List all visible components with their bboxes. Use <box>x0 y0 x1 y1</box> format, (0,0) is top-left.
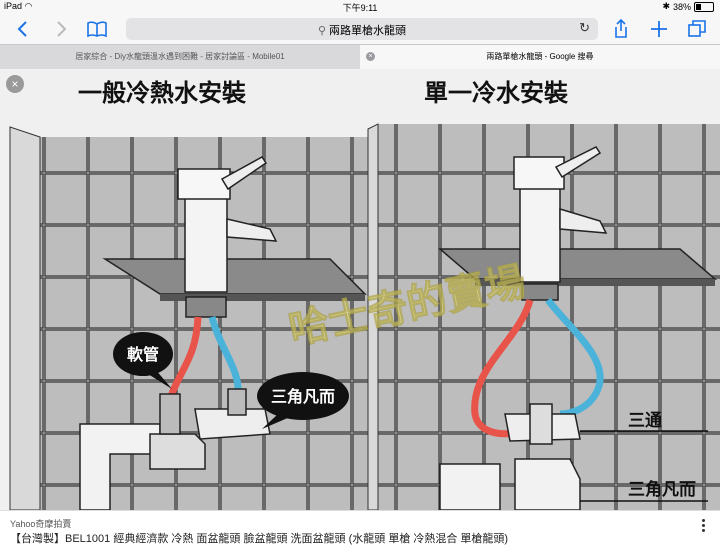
address-bar[interactable]: ⚲兩路單槍水龍頭 ↻ <box>126 18 598 40</box>
tabs-overview-icon[interactable] <box>686 18 708 40</box>
right-panel: 三通 三角凡而 單一冷水安裝 <box>367 79 720 510</box>
right-title: 單一冷水安裝 <box>424 79 569 107</box>
browser-toolbar: ⚲兩路單槍水龍頭 ↻ <box>0 14 720 44</box>
result-source: Yahoo奇摩拍賣 <box>10 519 72 529</box>
tab-mobile01[interactable]: 居家綜合 - Diy水龍頭溫水遇到困難 - 居家討論區 - Mobile01 <box>0 45 360 69</box>
left-hot-hose <box>166 316 202 401</box>
tee-label: 三通 <box>628 411 662 431</box>
new-tab-icon[interactable] <box>648 18 670 40</box>
result-title[interactable]: 【台灣製】BEL1001 經典經濟款 冷熱 面盆龍頭 臉盆龍頭 洗面盆龍頭 (水… <box>10 533 509 545</box>
tab-label: 兩路單槍水龍頭 - Google 搜尋 <box>486 52 594 61</box>
left-faucet <box>177 156 278 318</box>
right-cold-hose <box>545 297 604 418</box>
bluetooth-icon: ✱ <box>662 1 670 11</box>
left-cold-hose <box>208 316 242 395</box>
wifi-icon: ◠ <box>24 1 33 11</box>
left-panel: 軟管 三角凡而 一般冷熱水安裝 <box>9 79 370 510</box>
angle-valve-label-left: 三角凡而 <box>271 387 335 406</box>
search-query: 兩路單槍水龍頭 <box>329 25 407 37</box>
search-icon: ⚲ <box>317 25 327 37</box>
left-title: 一般冷熱水安裝 <box>78 79 247 107</box>
right-faucet <box>513 146 608 301</box>
more-options-icon[interactable] <box>702 519 706 534</box>
tab-google-search[interactable]: × 兩路單槍水龍頭 - Google 搜尋 <box>360 45 720 69</box>
battery-icon <box>694 1 714 12</box>
hose-label: 軟管 <box>127 345 159 364</box>
faucet-diagram: 軟管 三角凡而 一般冷熱水安裝 <box>9 79 720 510</box>
back-icon[interactable] <box>12 18 34 40</box>
right-side-wall <box>367 123 379 510</box>
hose-callout: 軟管 <box>113 332 173 389</box>
tab-strip: 居家綜合 - Diy水龍頭溫水遇到困難 - 居家討論區 - Mobile01 ×… <box>0 44 720 70</box>
right-pipes <box>439 403 581 510</box>
left-side-wall <box>9 126 41 510</box>
right-hot-hose <box>471 298 534 438</box>
device-label: iPad ◠ <box>4 1 33 11</box>
result-caption[interactable]: Yahoo奇摩拍賣 【台灣製】BEL1001 經典經濟款 冷熱 面盆龍頭 臉盆龍… <box>0 510 720 545</box>
angle-valve-callout-left: 三角凡而 <box>257 372 349 429</box>
forward-icon[interactable] <box>50 18 72 40</box>
close-tab-icon[interactable]: × <box>366 52 375 61</box>
status-bar: iPad ◠ 下午9:11 ✱ 38% <box>0 0 720 14</box>
clock: 下午9:11 <box>342 3 378 13</box>
status-right: ✱ 38% <box>662 1 714 12</box>
close-image-icon[interactable]: × <box>6 75 24 93</box>
tab-label: 居家綜合 - Diy水龍頭溫水遇到困難 - 居家討論區 - Mobile01 <box>75 52 285 61</box>
share-icon[interactable] <box>610 18 632 40</box>
bookmarks-icon[interactable] <box>86 18 108 40</box>
image-viewer: 軟管 三角凡而 一般冷熱水安裝 <box>0 69 720 510</box>
battery-fill <box>696 3 701 10</box>
reload-icon[interactable]: ↻ <box>579 20 590 35</box>
left-pipes <box>79 388 271 510</box>
angle-valve-label-right: 三角凡而 <box>628 479 696 500</box>
battery-percent: 38% <box>672 1 691 12</box>
